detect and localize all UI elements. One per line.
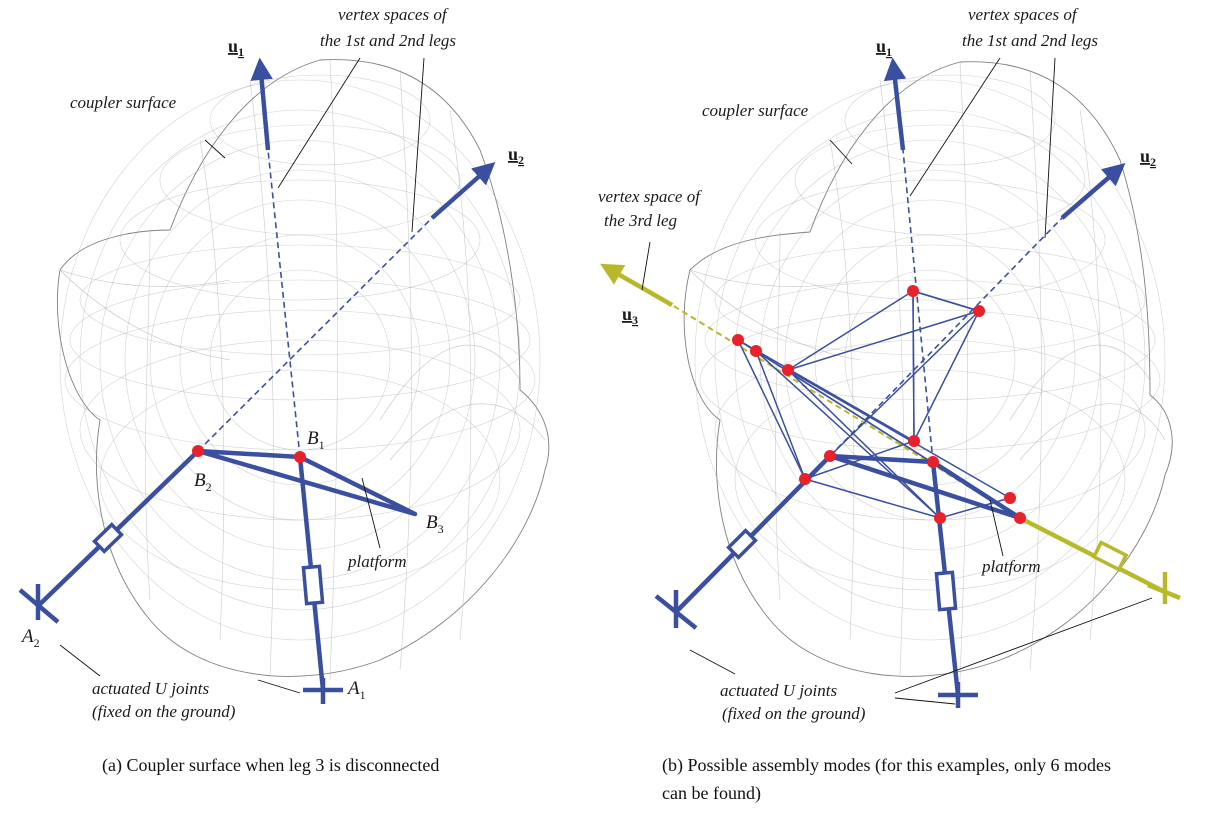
u3-arrow: [600, 263, 674, 307]
vertex-space3-label-2: the 3rd leg: [604, 211, 677, 230]
vertex-space-line-leg3: [671, 304, 1021, 519]
u2-label-b: u2: [1140, 146, 1156, 169]
caption-b-line1: (b) Possible assembly modes (for this ex…: [662, 755, 1111, 775]
vertex-spaces-label-1-b: vertex spaces of: [968, 5, 1079, 24]
joint-b2-a: [192, 445, 204, 457]
point-a2-label: A2: [20, 626, 40, 650]
legs-b: [654, 454, 978, 708]
point-b2-label: B2: [194, 470, 212, 494]
actuated-label-1-b: actuated U joints: [720, 681, 837, 700]
vertex-spaces-label-2-a: the 1st and 2nd legs: [320, 31, 456, 50]
leader-lines-a: [59, 57, 425, 694]
coupler-surface-label-b: coupler surface: [702, 101, 809, 120]
assembly-modes: [737, 290, 1021, 519]
platform-a: [195, 448, 418, 517]
panel-a: vertex spaces of the 1st and 2nd legs co…: [18, 5, 550, 721]
coupler-surface-label-a: coupler surface: [70, 93, 177, 112]
joint-points-b: [732, 285, 1026, 524]
u1-label-b: u1: [876, 36, 892, 59]
point-b1-label: B1: [307, 428, 325, 452]
coupler-surface-mesh-a: [57, 59, 550, 681]
u1-label-a: u1: [228, 36, 244, 59]
u1-arrow-b: [883, 57, 907, 151]
platform-label-b: platform: [981, 557, 1041, 576]
vertex-spaces-label-2-b: the 1st and 2nd legs: [962, 31, 1098, 50]
vertex-space-lines-a: [197, 149, 433, 458]
leg3-b: [1018, 515, 1181, 604]
actuated-label-1-a: actuated U joints: [92, 679, 209, 698]
u2-label-a: u2: [508, 144, 524, 167]
legs-a: [18, 449, 343, 704]
platform-b: [827, 453, 1023, 521]
point-a1-label: A1: [346, 678, 366, 702]
actuated-label-2-a: (fixed on the ground): [92, 702, 236, 721]
panel-b: vertex spaces of the 1st and 2nd legs co…: [598, 5, 1181, 723]
u1-arrow-a: [250, 57, 273, 151]
actuated-label-2-b: (fixed on the ground): [722, 704, 866, 723]
vertex-space-lines-b: [829, 149, 1063, 463]
u3-label: u3: [622, 304, 638, 327]
point-b3-label: B3: [426, 512, 444, 536]
caption-b-line2: can be found): [662, 783, 761, 803]
u2-arrow-b: [1060, 163, 1126, 220]
u2-arrow-a: [430, 162, 496, 220]
joint-b1-a: [294, 451, 306, 463]
vertex-spaces-label-1-a: vertex spaces of: [338, 5, 449, 24]
platform-label-a: platform: [347, 552, 407, 571]
caption-a: (a) Coupler surface when leg 3 is discon…: [102, 755, 440, 775]
vertex-space3-label-1: vertex space of: [598, 187, 702, 206]
coupler-surface-mesh-b: [683, 61, 1173, 681]
leader-lines-b: [641, 57, 1153, 705]
